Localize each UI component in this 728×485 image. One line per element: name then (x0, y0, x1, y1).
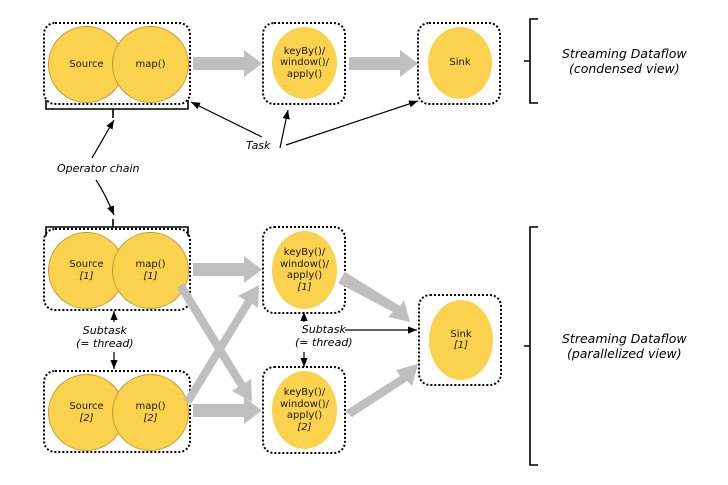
caption-condensed-line1: Streaming Dataflow (562, 46, 687, 61)
dataflow-arrow-keyby1-to-sink (338, 272, 410, 322)
operator-source-1-index: [1] (79, 270, 94, 282)
brace-condensed-view (524, 18, 538, 104)
operator-source-2-index: [2] (79, 412, 94, 424)
dataflow-arrow-keyby-to-sink (349, 50, 418, 77)
arrow-operator-chain-up (91, 119, 115, 159)
operator-keyby-2: keyBy()/ window()/ apply() [2] (272, 371, 337, 449)
brace-parallelized-view (524, 226, 538, 466)
dataflow-arrow-source2-to-keyby2 (193, 397, 262, 424)
dataflow-arrow-source1-to-keyby1 (193, 256, 262, 283)
arrow-task-to-sink (285, 100, 419, 146)
operator-map-1: map() [1] (112, 232, 189, 309)
operator-keyby-2-index: [2] (297, 421, 312, 433)
caption-parallelized-line2: (parallelized view) (566, 346, 682, 361)
annotation-subtask-left-line2: (= thread) (76, 337, 134, 350)
annotation-task: Task (246, 139, 271, 152)
operator-source-label: Source (69, 58, 104, 70)
operator-keyby-line3: apply() (286, 68, 323, 80)
operator-map-2: map() [2] (112, 374, 189, 451)
annotation-subtask-mid: Subtask (= thread) (295, 323, 353, 349)
operator-keyby-1-line3: apply() (286, 270, 323, 281)
operator-map-2-label: map() (135, 401, 166, 412)
operator-map-1-label: map() (135, 259, 166, 270)
operator-keyby-line1: keyBy()/ (283, 45, 326, 57)
dataflow-arrow-source-to-keyby (193, 50, 262, 77)
annotation-operator-chain: Operator chain (57, 162, 140, 175)
operator-source-2-label: Source (69, 401, 104, 412)
operator-keyby-1-line1: keyBy()/ (283, 247, 326, 258)
operator-sink-1: Sink [1] (429, 300, 493, 380)
operator-keyby-window-apply: keyBy()/ window()/ apply() (272, 27, 337, 99)
operator-keyby-2-line3: apply() (286, 410, 323, 421)
operator-keyby-2-line2: window()/ (279, 398, 330, 410)
operator-keyby-1-index: [1] (297, 281, 312, 293)
operator-sink: Sink (428, 27, 492, 99)
operator-map: map() (112, 26, 189, 103)
operator-keyby-2-line1: keyBy()/ (283, 387, 326, 398)
annotation-subtask-left-line1: Subtask (82, 324, 127, 337)
operator-map-1-index: [1] (143, 270, 158, 282)
dataflow-arrow-keyby2-to-sink (345, 364, 418, 417)
caption-parallelized-view: Streaming Dataflow (parallelized view) (562, 331, 687, 361)
operator-source-1-label: Source (69, 259, 104, 270)
arrow-task-to-operator-chain (190, 101, 263, 138)
caption-condensed-view: Streaming Dataflow (condensed view) (562, 46, 687, 76)
operator-map-2-index: [2] (143, 412, 158, 424)
caption-condensed-line2: (condensed view) (568, 61, 680, 76)
operator-sink-label: Sink (449, 57, 471, 69)
arrow-task-to-keyby (279, 109, 290, 149)
operator-map-label: map() (135, 58, 166, 70)
arrow-operator-chain-down (95, 179, 115, 216)
annotation-subtask-mid-line1: Subtask (301, 323, 346, 336)
caption-parallelized-line1: Streaming Dataflow (562, 331, 687, 346)
annotation-subtask-left: Subtask (= thread) (76, 324, 134, 350)
operator-sink-1-index: [1] (453, 340, 469, 351)
operator-keyby-line2: window()/ (279, 57, 330, 69)
operator-keyby-1-line2: window()/ (279, 258, 330, 270)
operator-sink-1-label: Sink (450, 328, 472, 340)
operator-keyby-1: keyBy()/ window()/ apply() [1] (272, 231, 337, 309)
dataflow-arrow-source2-to-keyby1 (184, 285, 259, 404)
annotation-subtask-mid-line2: (= thread) (295, 336, 353, 349)
